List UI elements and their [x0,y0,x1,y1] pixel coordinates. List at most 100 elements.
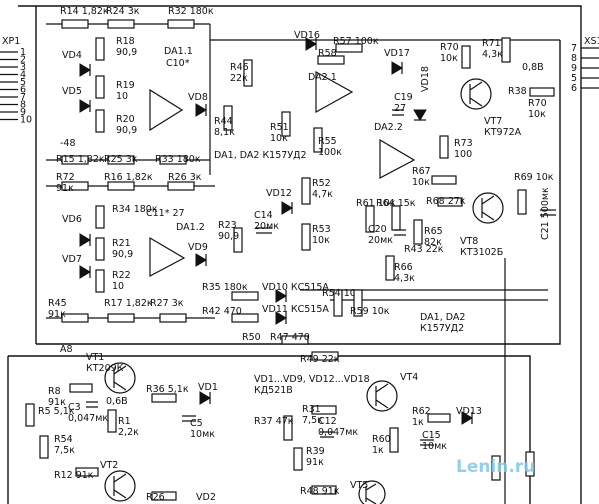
xp1-pins-pin-label: 6 [20,85,26,96]
svg-text:VD2: VD2 [196,492,216,503]
xs1-label: XS1 [584,36,599,47]
svg-text:R42 470: R42 470 [202,306,242,317]
svg-text:VD6: VD6 [62,214,82,225]
svg-text:R35 180к: R35 180к [202,282,248,293]
svg-text:VD17: VD17 [384,48,410,59]
diode-vd8: VD8 [188,92,208,117]
opamp-da12: DA1.2 C11* 27 [146,208,205,277]
svg-text:R32 180к: R32 180к [168,6,214,17]
opamp-da22: DA2.2 [374,122,416,179]
resistor-r47: R42 470 [202,306,259,323]
note-a8: A8 [60,344,73,355]
resistor-r34: R26 3к [167,172,202,191]
svg-text:R69 10к: R69 10к [514,172,554,183]
resistor-r12: R262,2к [146,491,177,504]
note-minus-48: -48 [60,138,76,149]
xs1-pins-pin-label: 7 [571,43,577,54]
resistor-r24: R24 3к [106,6,140,29]
diode-vd9: VD9 [188,242,208,267]
xs1-pins-pin-label: 5 [571,73,577,84]
diode-vd2: VD2 [196,492,216,503]
resistor-r64: R61 10к [356,198,396,233]
diode-vd18: VD18 [413,66,431,121]
note-0-6v: 0,6В [106,396,128,407]
svg-text:R27 3к: R27 3к [150,298,184,309]
xs1-pins-pin-label: 9 [571,63,577,74]
svg-text:VD16: VD16 [294,30,320,41]
resistor-r72: R69 10к [514,172,554,215]
svg-text:R5 5,1к: R5 5,1к [38,406,75,417]
note-0-8v: 0,8В [522,62,544,73]
resistor-r35: R27 3к [150,298,187,323]
svg-text:R34 180к: R34 180к [112,204,158,215]
svg-text:VD7: VD7 [62,254,82,265]
svg-text:R36 5,1к: R36 5,1к [146,384,189,395]
resistor-r1: R5 5,1к [25,403,75,427]
svg-text:VT5: VT5 [350,480,368,491]
resistor-r62 [525,451,535,477]
svg-text:R12,2к: R12,2к [118,416,139,438]
svg-text:R48 91к: R48 91к [300,486,340,497]
note-r38: R38 [508,86,527,97]
svg-text:C30,047мк: C30,047мк [68,402,108,424]
svg-text:R59 10к: R59 10к [350,306,390,317]
resistor-r60 [491,455,501,481]
resistor-r21: R34 180к [95,204,158,229]
xs1-pins-pin-label: 8 [571,53,577,64]
resistor-r49: R47 470 [270,332,310,345]
diode-vd10: VD10 КС515А [262,282,329,303]
transistor-vt4: VT4 [366,372,418,412]
resistor-r32: R32 180к [167,6,214,29]
diode-vd17: VD17 [384,48,410,75]
svg-text:R57 100к: R57 100к [333,36,379,47]
svg-text:VT2: VT2 [100,460,118,471]
diode-vd16: VD16 [294,30,320,51]
xs1-pins-pin-label: 6 [571,83,577,94]
svg-text:R54 10к: R54 10к [322,288,362,299]
svg-text:R33 180к: R33 180к [155,154,201,165]
diode-vd1: VD1 [198,382,218,405]
